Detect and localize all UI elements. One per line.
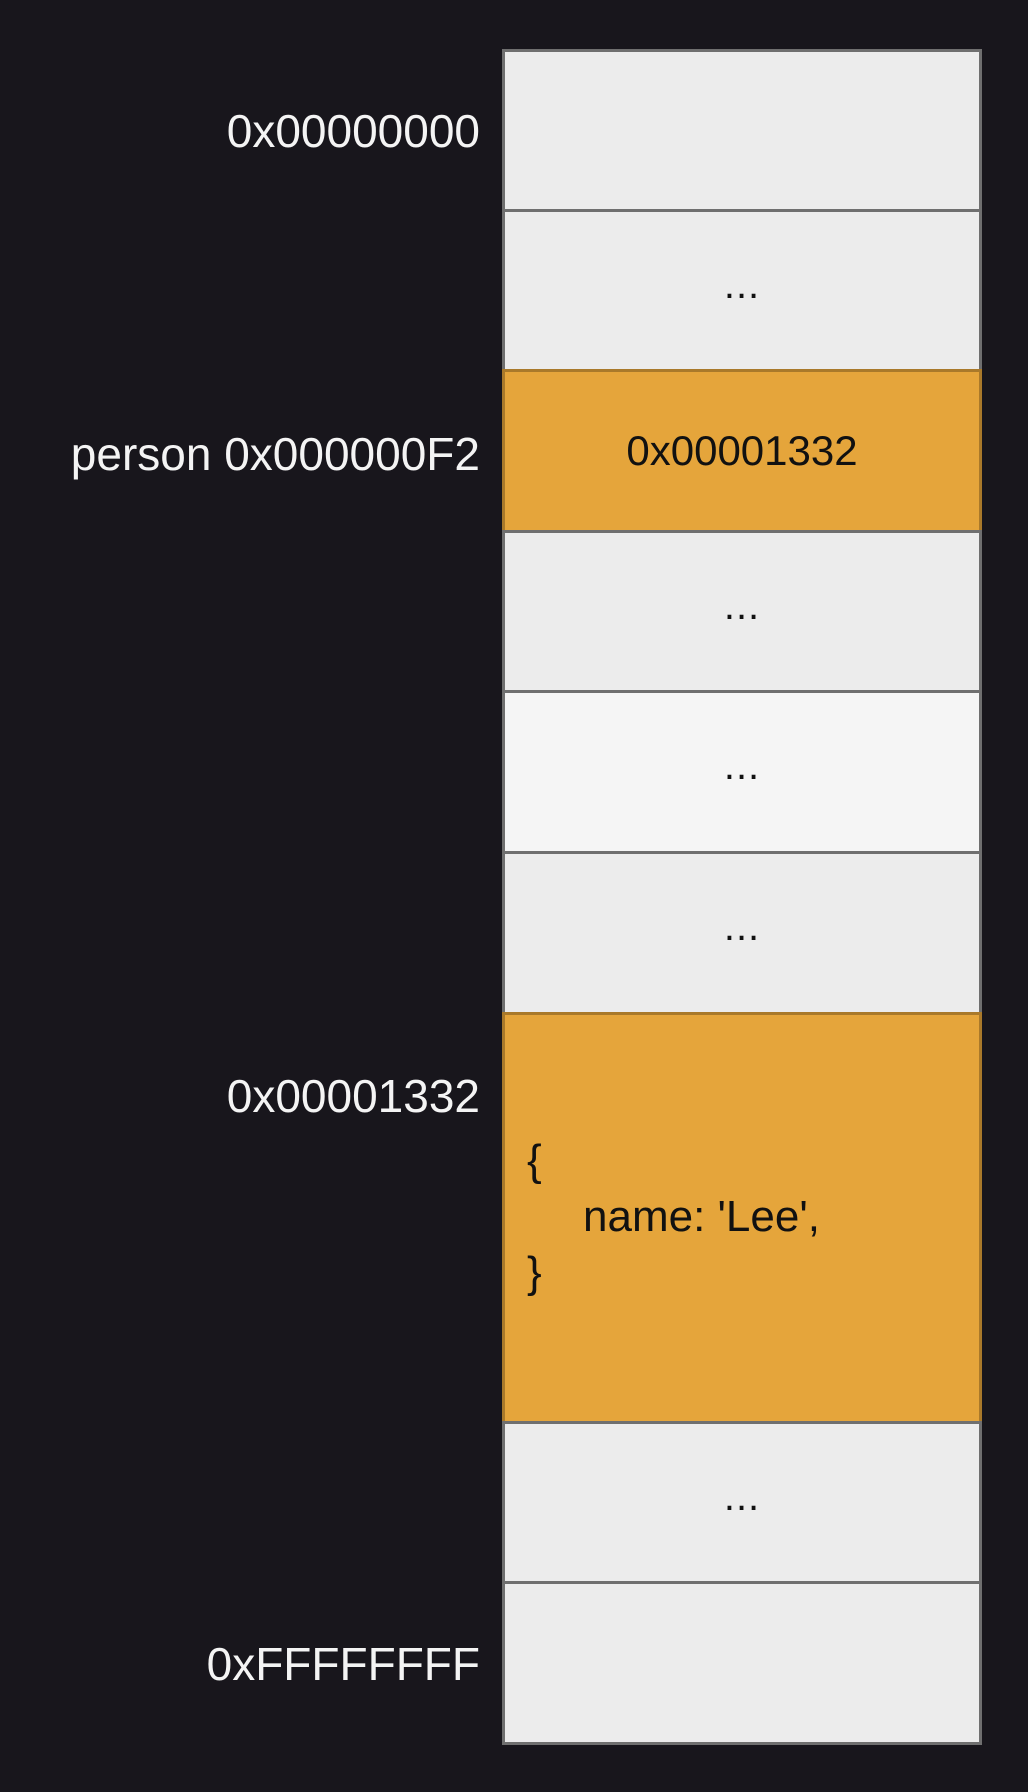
object-close-brace: } [527,1248,542,1297]
memory-cell-value: ... [723,744,761,788]
address-label-end: 0xFFFFFFFF [206,1638,480,1690]
memory-cell: ... [502,1421,982,1584]
memory-cell: ... [502,690,982,854]
address-label-person: person 0x000000F2 [70,428,480,480]
address-label-object: 0x00001332 [226,1070,480,1122]
memory-cell [502,1581,982,1745]
memory-cell-value: ... [723,262,761,307]
object-property: name: 'Lee', [583,1192,820,1241]
memory-cell-value: ... [723,1474,761,1519]
memory-cell: ... [502,851,982,1015]
object-open-brace: { [527,1136,542,1185]
memory-cell-object: { name: 'Lee', } [502,1012,982,1424]
memory-cell-value: 0x00001332 [626,427,858,474]
memory-cell-value: ... [723,583,761,628]
memory-cell: ... [502,209,982,372]
object-literal: { name: 'Lee', } [527,1133,820,1301]
memory-cell-value: ... [723,905,761,949]
memory-cell-person-reference: 0x00001332 [502,369,982,533]
memory-cell: ... [502,530,982,693]
memory-cell [502,49,982,212]
address-label-start: 0x00000000 [226,105,480,157]
